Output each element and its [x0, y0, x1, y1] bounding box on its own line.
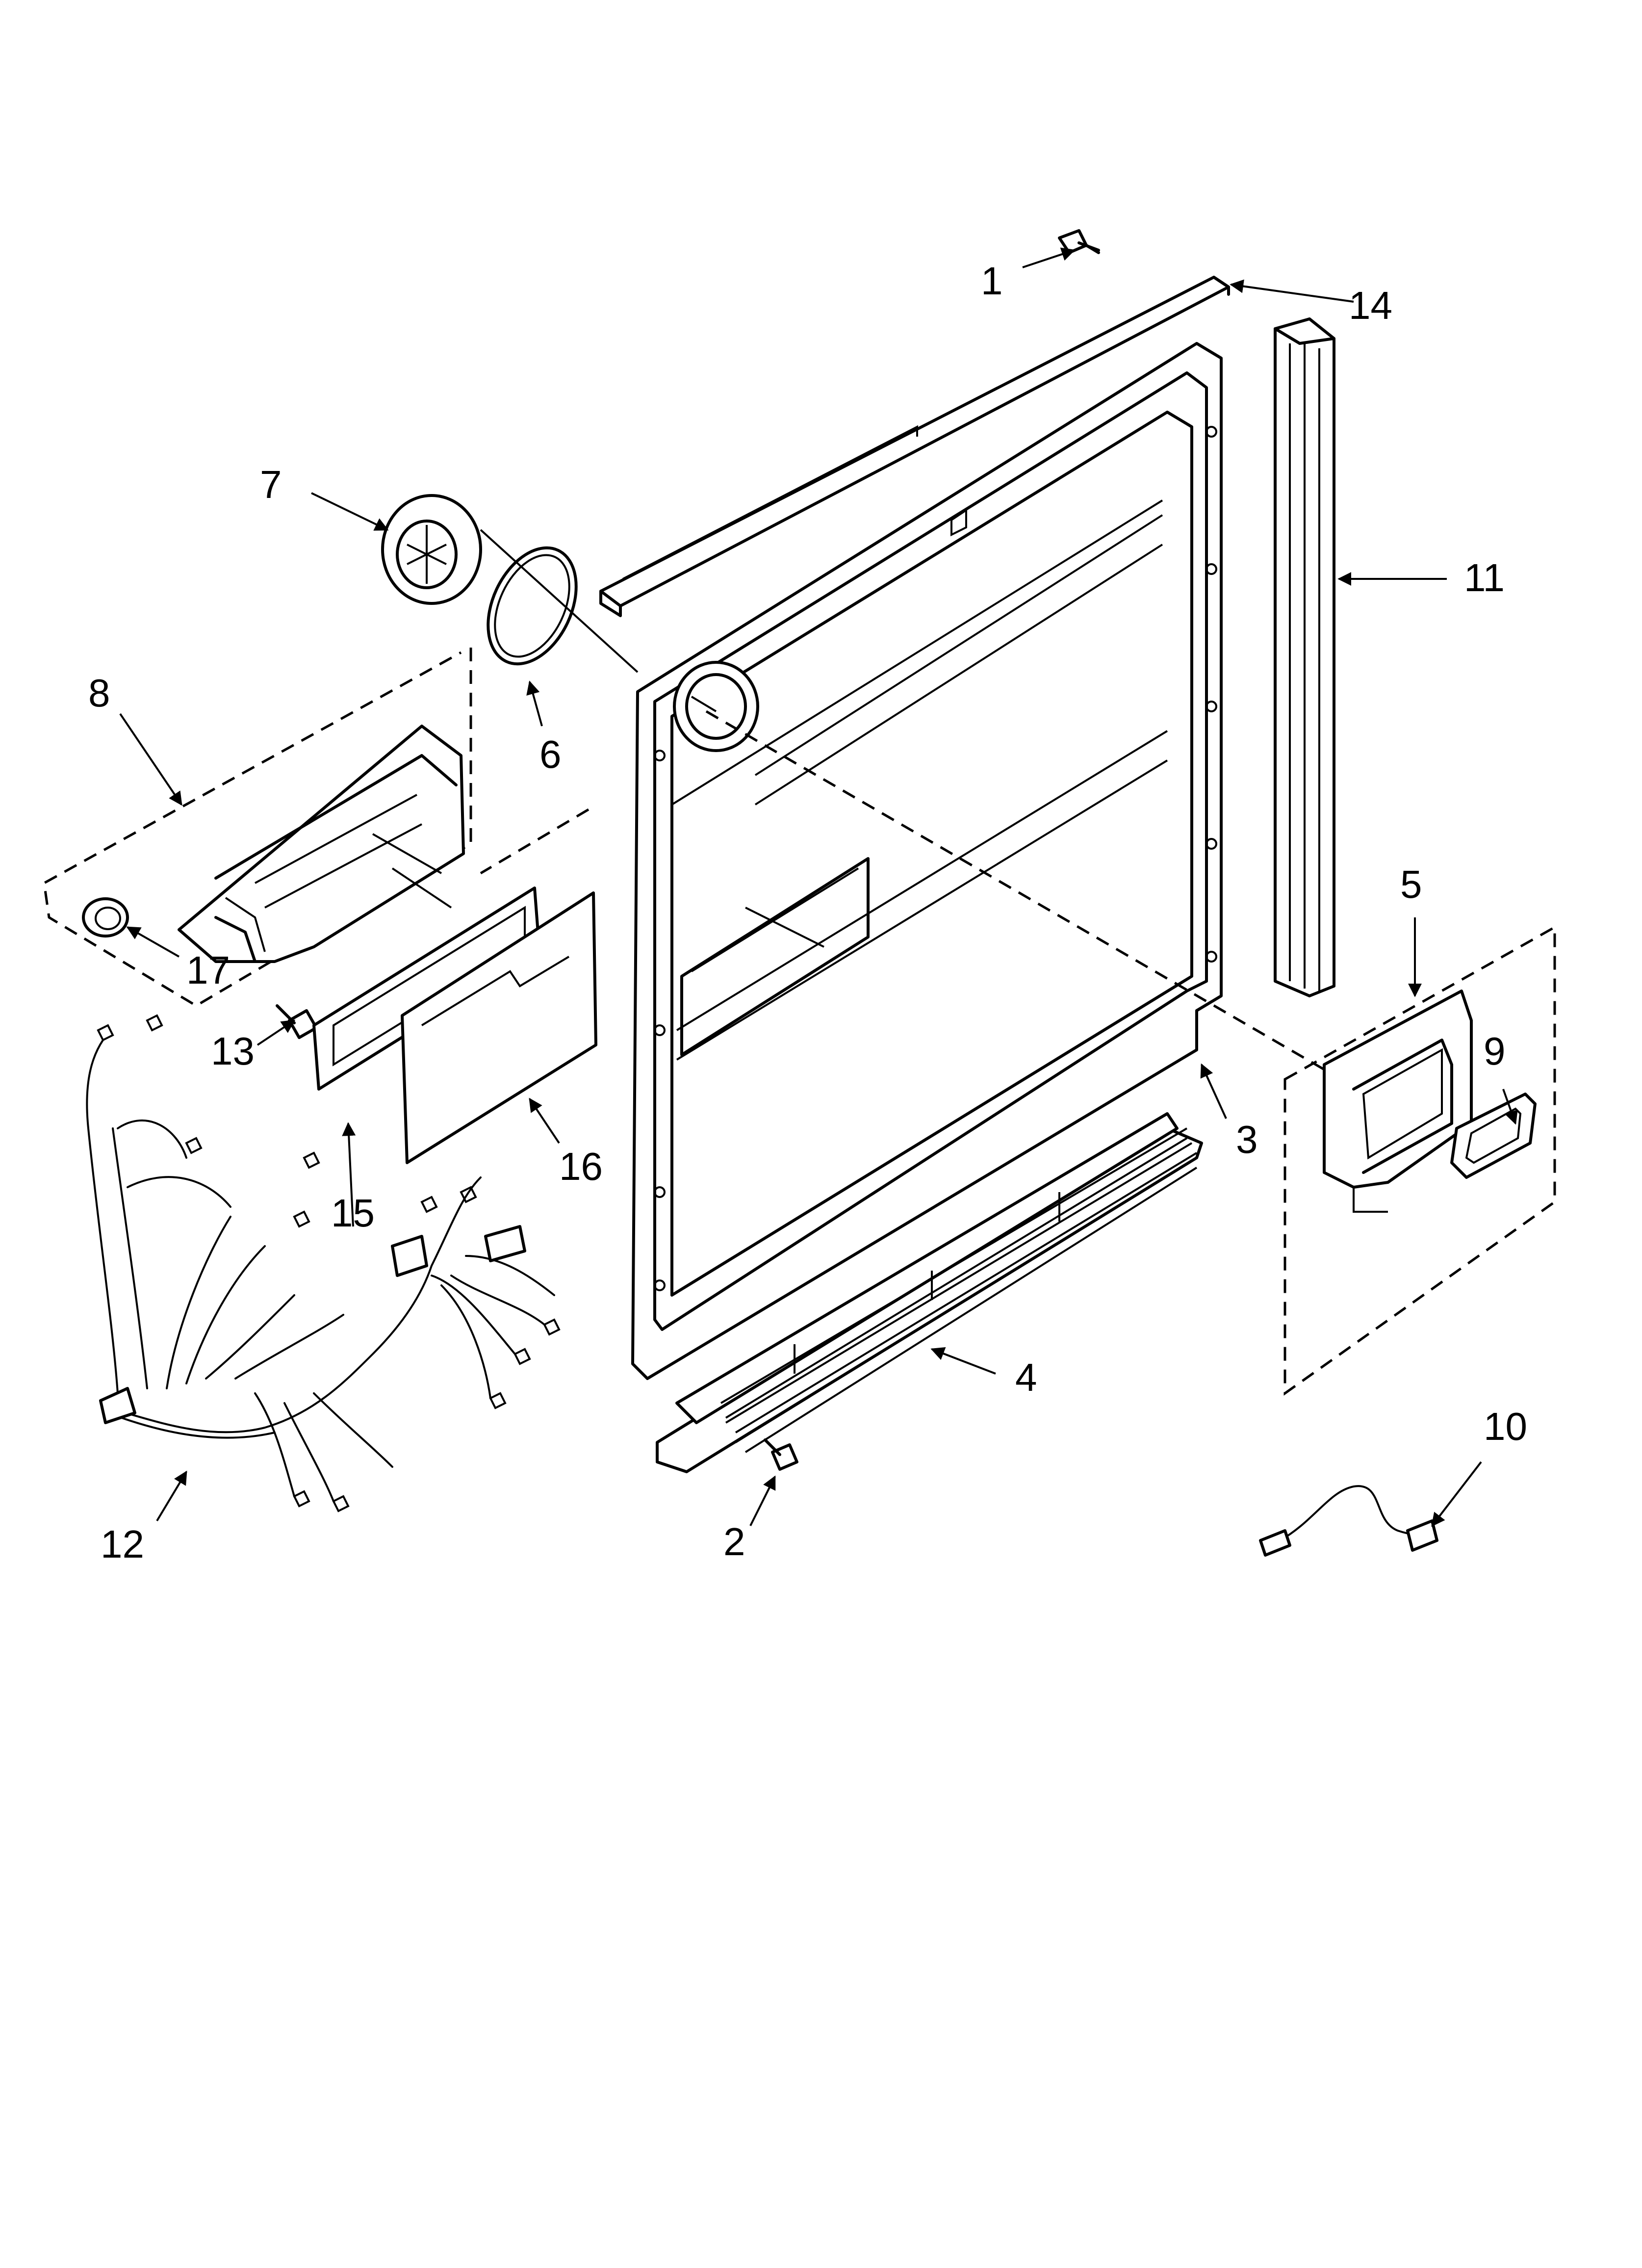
leader-arrows — [119, 247, 1518, 1527]
callout-3: 3 — [1236, 1118, 1258, 1161]
screw-1 — [1058, 229, 1100, 254]
callout-11: 11 — [1464, 556, 1505, 600]
dispenser-knob — [82, 897, 129, 938]
screw-13 — [276, 1004, 318, 1039]
sensor-cable — [1259, 1485, 1438, 1557]
callout-12: 12 — [101, 1522, 144, 1566]
callout-8: 8 — [88, 671, 110, 715]
callout-14: 14 — [1349, 284, 1392, 327]
alignment-lines — [480, 529, 1325, 1071]
callout-15: 15 — [331, 1191, 375, 1235]
callout-7: 7 — [260, 463, 282, 506]
inner-door-panel — [631, 342, 1223, 1380]
callout-labels: 1 2 3 4 5 6 7 8 9 10 11 12 13 14 15 16 1… — [88, 259, 1527, 1566]
dispenser-assembly — [43, 648, 472, 1007]
bottom-vent-trim — [656, 1112, 1203, 1473]
vent-ring — [381, 494, 482, 605]
side-trim — [1274, 317, 1335, 997]
callout-16: 16 — [559, 1145, 603, 1188]
vent-gasket — [487, 546, 578, 666]
callout-17: 17 — [186, 948, 230, 992]
wire-harness — [86, 1014, 561, 1512]
callout-13: 13 — [211, 1029, 255, 1073]
callout-4: 4 — [1015, 1356, 1037, 1399]
top-trim-strip — [599, 276, 1230, 617]
callout-6: 6 — [539, 732, 562, 776]
callout-10: 10 — [1484, 1405, 1527, 1448]
callout-9: 9 — [1484, 1029, 1506, 1073]
screw-2 — [764, 1438, 798, 1471]
board-cover — [401, 891, 597, 1164]
latch-assembly — [1283, 925, 1556, 1396]
callout-2: 2 — [723, 1520, 745, 1564]
callout-1: 1 — [981, 259, 1003, 303]
callout-5: 5 — [1400, 862, 1422, 906]
